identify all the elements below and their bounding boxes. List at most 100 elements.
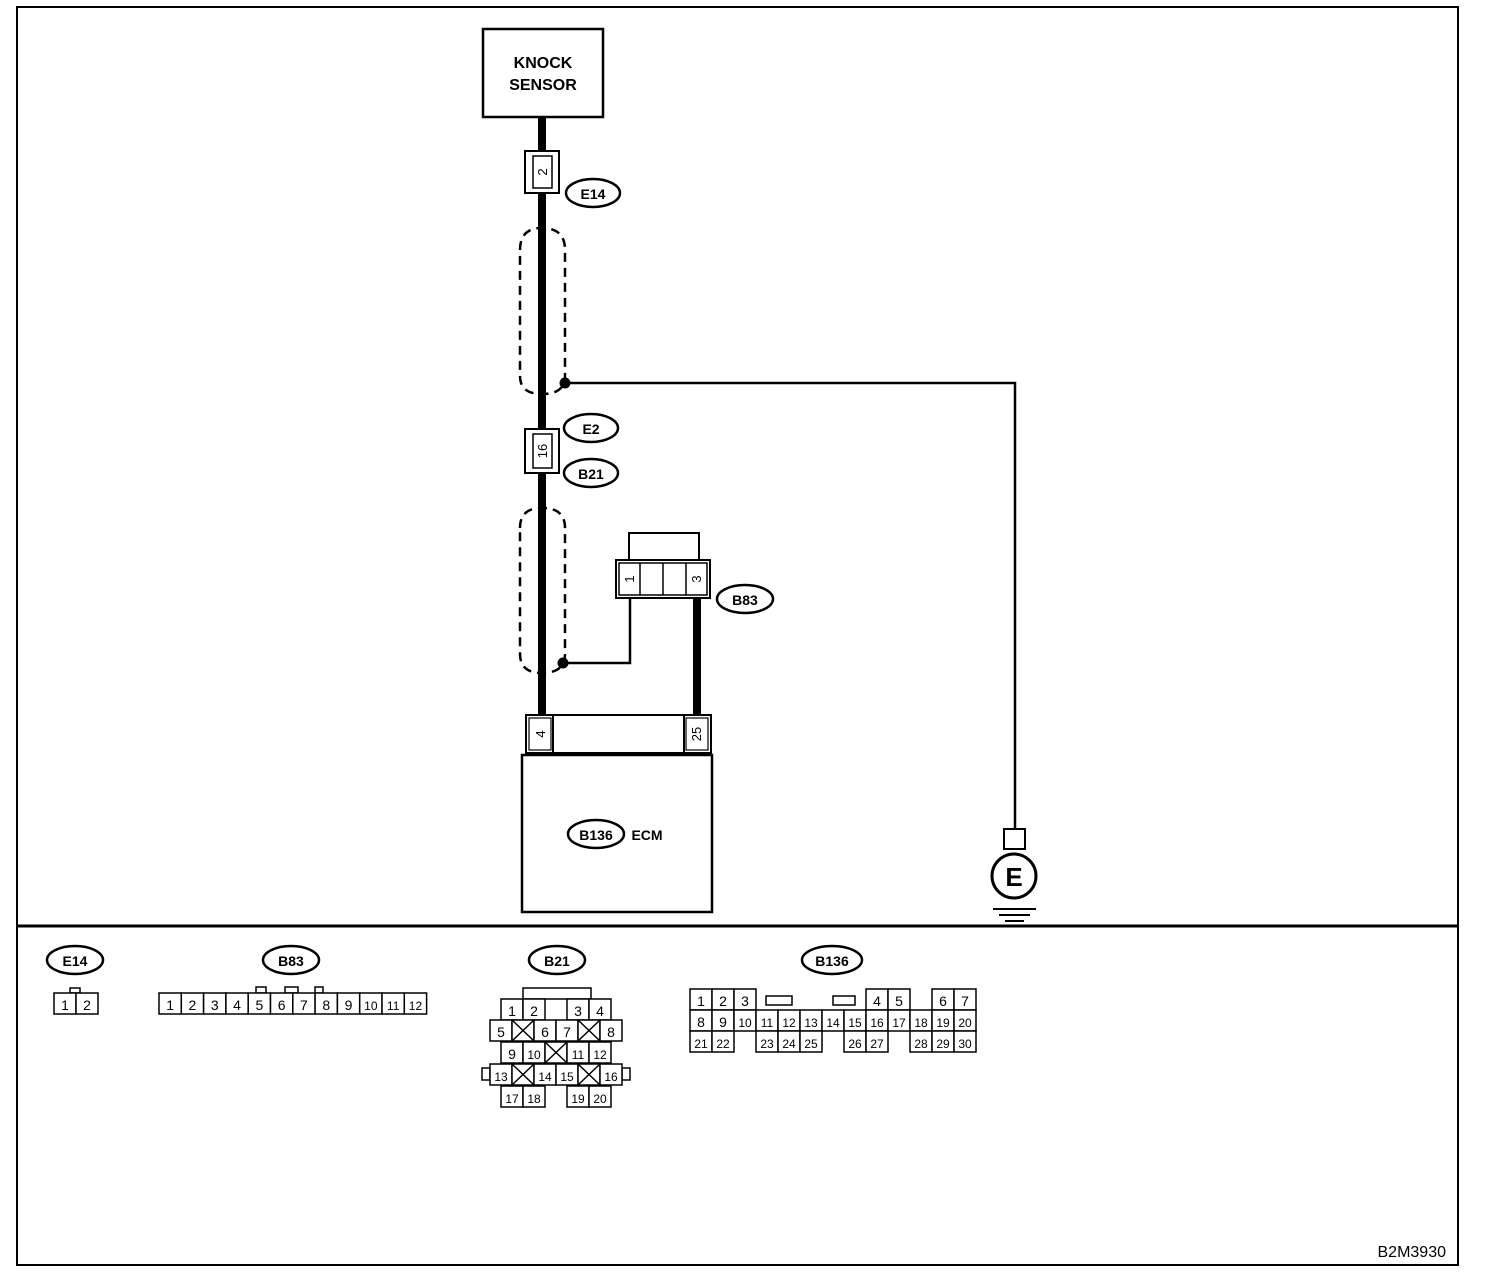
b21-pin-2: 2 <box>522 998 546 1021</box>
pin-number: 10 <box>364 999 378 1013</box>
knock-sensor-label-2: SENSOR <box>509 77 577 94</box>
b21-pin-3: 3 <box>566 998 590 1021</box>
b21-pin-17: 17 <box>500 1085 524 1108</box>
b136-pin-9: 9 <box>711 1009 735 1032</box>
b136-pin-23: 23 <box>755 1030 779 1053</box>
cv-b21-tag: B21 <box>544 953 570 969</box>
b136-pin-14: 14 <box>821 1009 845 1032</box>
b136-pin-2: 2 <box>711 988 735 1011</box>
b21-pin-12: 12 <box>588 1041 612 1064</box>
pin-number: 29 <box>936 1037 950 1051</box>
pin-number: 12 <box>593 1048 607 1062</box>
b136-pin-6: 6 <box>931 988 955 1011</box>
pin-number: 1 <box>697 993 705 1009</box>
knock-sensor: KNOCK SENSOR <box>481 27 605 119</box>
pin-number: 15 <box>848 1016 862 1030</box>
b83-pin-5: 5 <box>247 992 272 1015</box>
b83-pin-3-label: 3 <box>689 575 704 582</box>
b21-pin-X-blocked <box>577 1063 601 1086</box>
b21-pin-10: 10 <box>522 1041 546 1064</box>
b136-pin-29: 29 <box>931 1030 955 1053</box>
figure-id: B2M3930 <box>1378 1244 1447 1261</box>
shield-ground-wire <box>565 381 1017 830</box>
tag-e2-label: E2 <box>582 421 599 437</box>
e14-pin-label: 2 <box>535 168 550 175</box>
ecm-connector-tag: B136 <box>579 827 613 843</box>
b83-pin-2: 2 <box>180 992 205 1015</box>
b21-pin-9: 9 <box>500 1041 524 1064</box>
b21-pin-X-blocked <box>544 1041 568 1064</box>
pin-number: 4 <box>233 997 241 1013</box>
b136-pin-12: 12 <box>777 1009 801 1032</box>
pin-number: 8 <box>607 1024 615 1040</box>
pin-number: 14 <box>826 1016 840 1030</box>
pin-number: 7 <box>563 1024 571 1040</box>
b21-pin-8: 8 <box>599 1019 623 1042</box>
tag-e14: E14 <box>564 177 622 209</box>
pin-number: 8 <box>322 997 330 1013</box>
pin-number: 6 <box>541 1024 549 1040</box>
b136-pin-27: 27 <box>865 1030 889 1053</box>
pin-number: 23 <box>760 1037 774 1051</box>
b83-pin-1: 1 <box>158 992 183 1015</box>
pin-number: 19 <box>936 1016 950 1030</box>
b21-pin-15: 15 <box>555 1063 579 1086</box>
pin-number: 17 <box>892 1016 906 1030</box>
pin-number: 24 <box>782 1037 796 1051</box>
b136-pin-4: 4 <box>865 988 889 1011</box>
pin-number: 1 <box>508 1003 516 1019</box>
e14-pin-1: 1 <box>53 992 77 1015</box>
b21-pin-19: 19 <box>566 1085 590 1108</box>
b136-pin-11: 11 <box>755 1009 779 1032</box>
tag-b83-label: B83 <box>732 592 758 608</box>
pin-number: 18 <box>914 1016 928 1030</box>
b136-pin-21: 21 <box>689 1030 713 1053</box>
pin-number: 7 <box>300 997 308 1013</box>
b21-pin-7: 7 <box>555 1019 579 1042</box>
pin-number: 1 <box>166 997 174 1013</box>
pin-number: 9 <box>345 997 353 1013</box>
e2-b21-pin-label: 16 <box>535 444 550 458</box>
pin-number: 9 <box>719 1014 727 1030</box>
pin-number: 26 <box>848 1037 862 1051</box>
connector-e14-inline: 2 <box>524 150 560 194</box>
connector-e2-b21-inline: 16 <box>524 428 560 474</box>
pin-number: 12 <box>782 1016 796 1030</box>
b83-pin-6: 6 <box>269 992 294 1015</box>
b136-pin-17: 17 <box>887 1009 911 1032</box>
b136-pin-26: 26 <box>843 1030 867 1053</box>
pin-number: 8 <box>697 1014 705 1030</box>
shield-lower-drain-wire <box>563 598 632 665</box>
pin-number: 7 <box>961 993 969 1009</box>
ground-label: E <box>1005 862 1022 892</box>
pin-number: 30 <box>958 1037 972 1051</box>
pin-number: 11 <box>572 1048 585 1062</box>
b21-pin-20: 20 <box>588 1085 612 1108</box>
pin-number: 20 <box>958 1016 972 1030</box>
pin-number: 10 <box>527 1048 541 1062</box>
pin-number: 12 <box>409 999 423 1013</box>
b83-pin-4: 4 <box>225 992 249 1015</box>
b136-pin-3: 3 <box>733 988 757 1011</box>
pin-number: 21 <box>694 1037 708 1051</box>
b21-pin-1: 1 <box>500 998 524 1021</box>
b136-pin-1: 1 <box>689 988 713 1011</box>
pin-number: 2 <box>83 997 91 1013</box>
pin-number: 15 <box>560 1070 574 1084</box>
b83-pin-9: 9 <box>336 992 361 1015</box>
b136-pin-28: 28 <box>909 1030 933 1053</box>
b21-pin-11: 11 <box>566 1041 590 1064</box>
pin-number: 5 <box>497 1024 505 1040</box>
b136-pin-30: 30 <box>953 1030 977 1053</box>
connector-b83-inline: 1 3 <box>615 532 711 599</box>
b136-pin-19: 19 <box>931 1009 955 1032</box>
e14-pin-2: 2 <box>75 992 99 1015</box>
pin-number: 25 <box>804 1037 818 1051</box>
pin-number: 18 <box>527 1092 541 1106</box>
pin-number: 11 <box>387 999 400 1013</box>
b21-pin-4: 4 <box>588 998 612 1021</box>
pin-number: 14 <box>538 1070 552 1084</box>
b21-pin-18: 18 <box>522 1085 546 1108</box>
